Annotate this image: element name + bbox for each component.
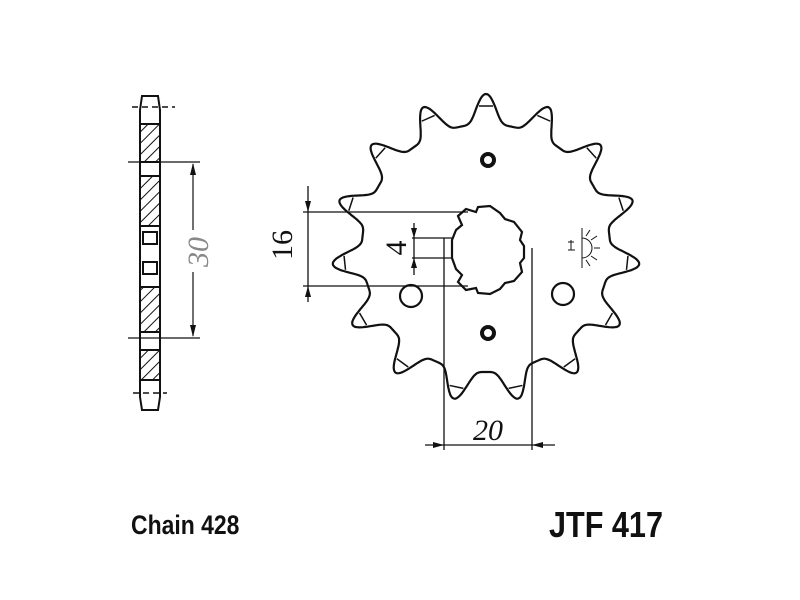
tooth-tip-mark [563,358,576,368]
tooth-tip-mark [421,114,435,122]
chain-label: Chain 428 [131,510,240,540]
rivet-bottom [480,325,496,341]
dimension-4: 4 [380,241,413,256]
tooth-tip-mark [358,312,368,326]
mounting-hole-left [398,283,424,309]
tooth-tip-mark [618,197,624,212]
rivet-top [480,152,496,168]
tooth-tip-mark [604,312,614,326]
tooth-tip-mark [343,255,347,270]
tooth-tip-mark [625,255,629,270]
splined-bore [450,204,526,296]
tooth-tip-mark [508,384,523,390]
tooth-tip-mark [348,197,354,212]
tooth-tip-mark [396,358,409,368]
tooth-tip-mark [375,147,386,159]
dimension-30: 30 [182,237,215,268]
dimension-20: 20 [473,414,503,447]
tooth-tip-mark [449,384,464,390]
tooth-tip-mark [537,114,551,122]
tooth-tip-mark [586,147,597,159]
tooth-tips [343,105,629,390]
holes [398,152,576,341]
dimension-16: 16 [266,230,299,260]
dimension-arrows [305,201,543,448]
mounting-hole-right [550,281,576,307]
part-number: JTF 417 [549,504,663,545]
jt-logo-icon [568,228,600,268]
side-view [128,95,200,411]
